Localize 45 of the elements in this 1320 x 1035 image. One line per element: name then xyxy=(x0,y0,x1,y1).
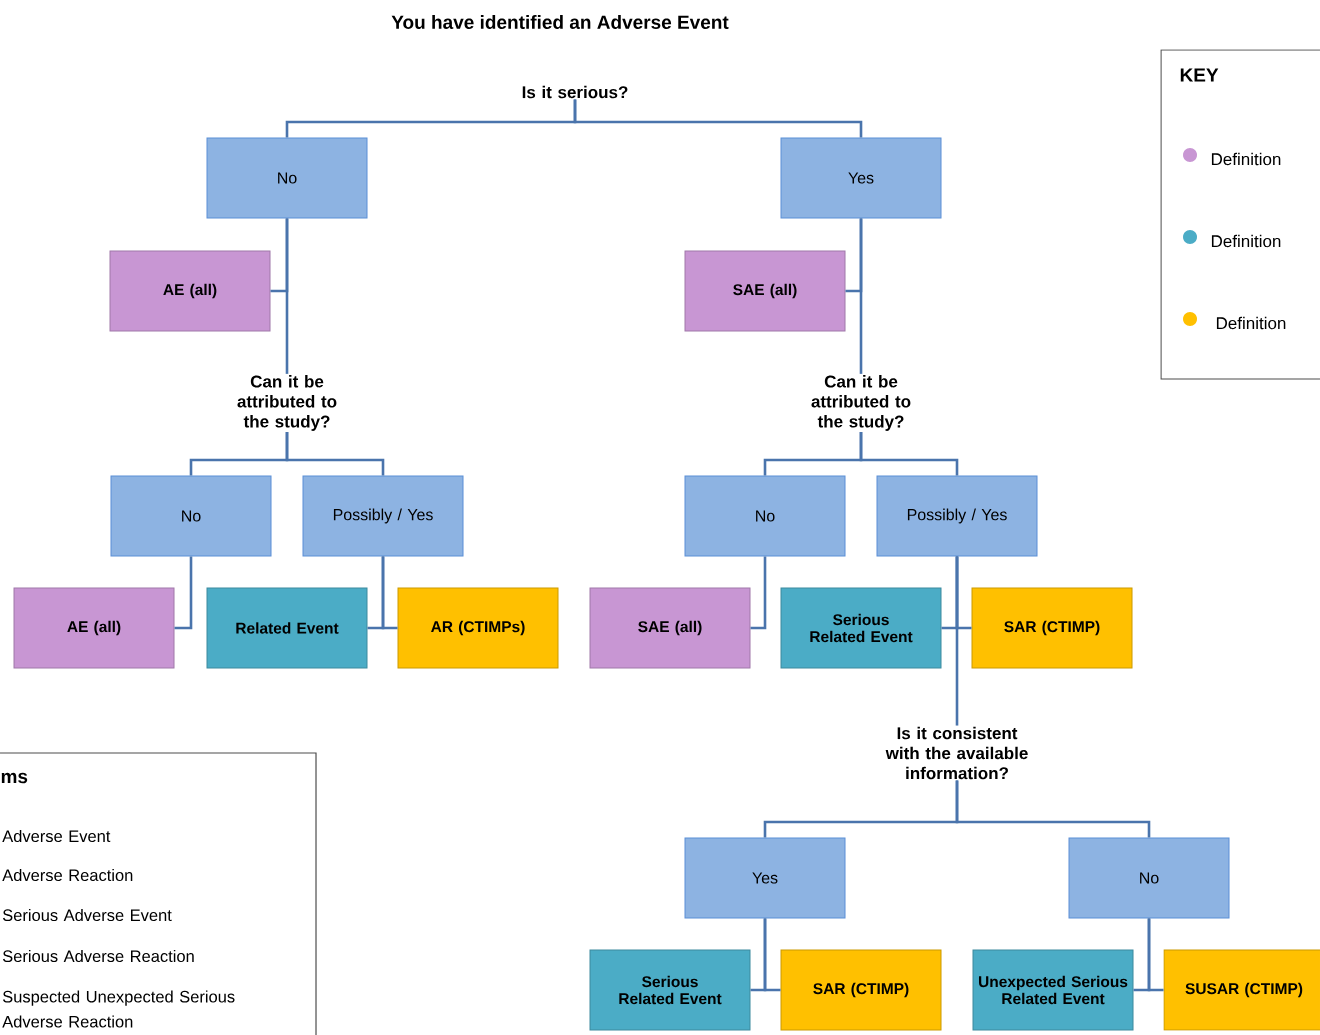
answer-box: No xyxy=(110,475,272,557)
question-text: Is it consistent with the available information? xyxy=(885,726,1028,780)
connector xyxy=(285,432,385,476)
answer-box: No xyxy=(206,137,368,219)
connector xyxy=(763,918,781,992)
outcome-box: AE (all) xyxy=(109,250,271,332)
answer-box: Yes xyxy=(780,137,942,219)
connector xyxy=(1147,918,1164,992)
outcome-box: Related Event xyxy=(206,587,368,669)
outcome-box: SAE (all) xyxy=(684,250,846,332)
connector xyxy=(955,780,1151,838)
outcome-box: SAE (all) xyxy=(589,587,751,669)
answer-box: Yes xyxy=(684,837,846,919)
answer-box: No xyxy=(1068,837,1230,919)
term-text: Suspected Unexpected Serious Adverse Reaction xyxy=(2,990,235,1028)
legend-text: Definition xyxy=(1216,316,1286,330)
connector xyxy=(573,99,863,138)
question-text: Can it be attributed to the study? xyxy=(811,375,911,431)
outcome-box: Serious Related Event xyxy=(589,949,751,1031)
outcome-box: Serious Related Event xyxy=(780,587,942,669)
term-text: Serious Adverse Reaction xyxy=(2,949,194,963)
connector xyxy=(174,556,193,630)
outcome-box: SUSAR (CTIMP) xyxy=(1163,949,1320,1031)
term-text: Adverse Reaction xyxy=(2,868,133,882)
connector xyxy=(859,218,863,374)
legend-text: Definition xyxy=(1211,152,1281,166)
connector xyxy=(285,218,289,374)
connector xyxy=(859,432,959,476)
connector xyxy=(381,556,398,630)
outcome-box: SAR (CTIMP) xyxy=(971,587,1133,669)
connector xyxy=(955,556,959,726)
answer-box: Possibly / Yes xyxy=(302,475,464,557)
outcome-box: AR (CTIMPs) xyxy=(397,587,559,669)
connector xyxy=(750,556,767,630)
title: You have identified an Adverse Event xyxy=(391,15,729,29)
term-text: Adverse Event xyxy=(2,829,111,843)
answer-box: Possibly / Yes xyxy=(876,475,1038,557)
question-text: Can it be attributed to the study? xyxy=(237,375,337,431)
outcome-box: SAR (CTIMP) xyxy=(780,949,942,1031)
outcome-box: AE (all) xyxy=(13,587,175,669)
question-text: Is it serious? xyxy=(522,85,628,99)
answer-box: No xyxy=(684,475,846,557)
outcome-box: Unexpected Serious Related Event xyxy=(972,949,1134,1031)
legend-text: Definition xyxy=(1211,234,1281,248)
term-text: Serious Adverse Event xyxy=(2,908,172,922)
